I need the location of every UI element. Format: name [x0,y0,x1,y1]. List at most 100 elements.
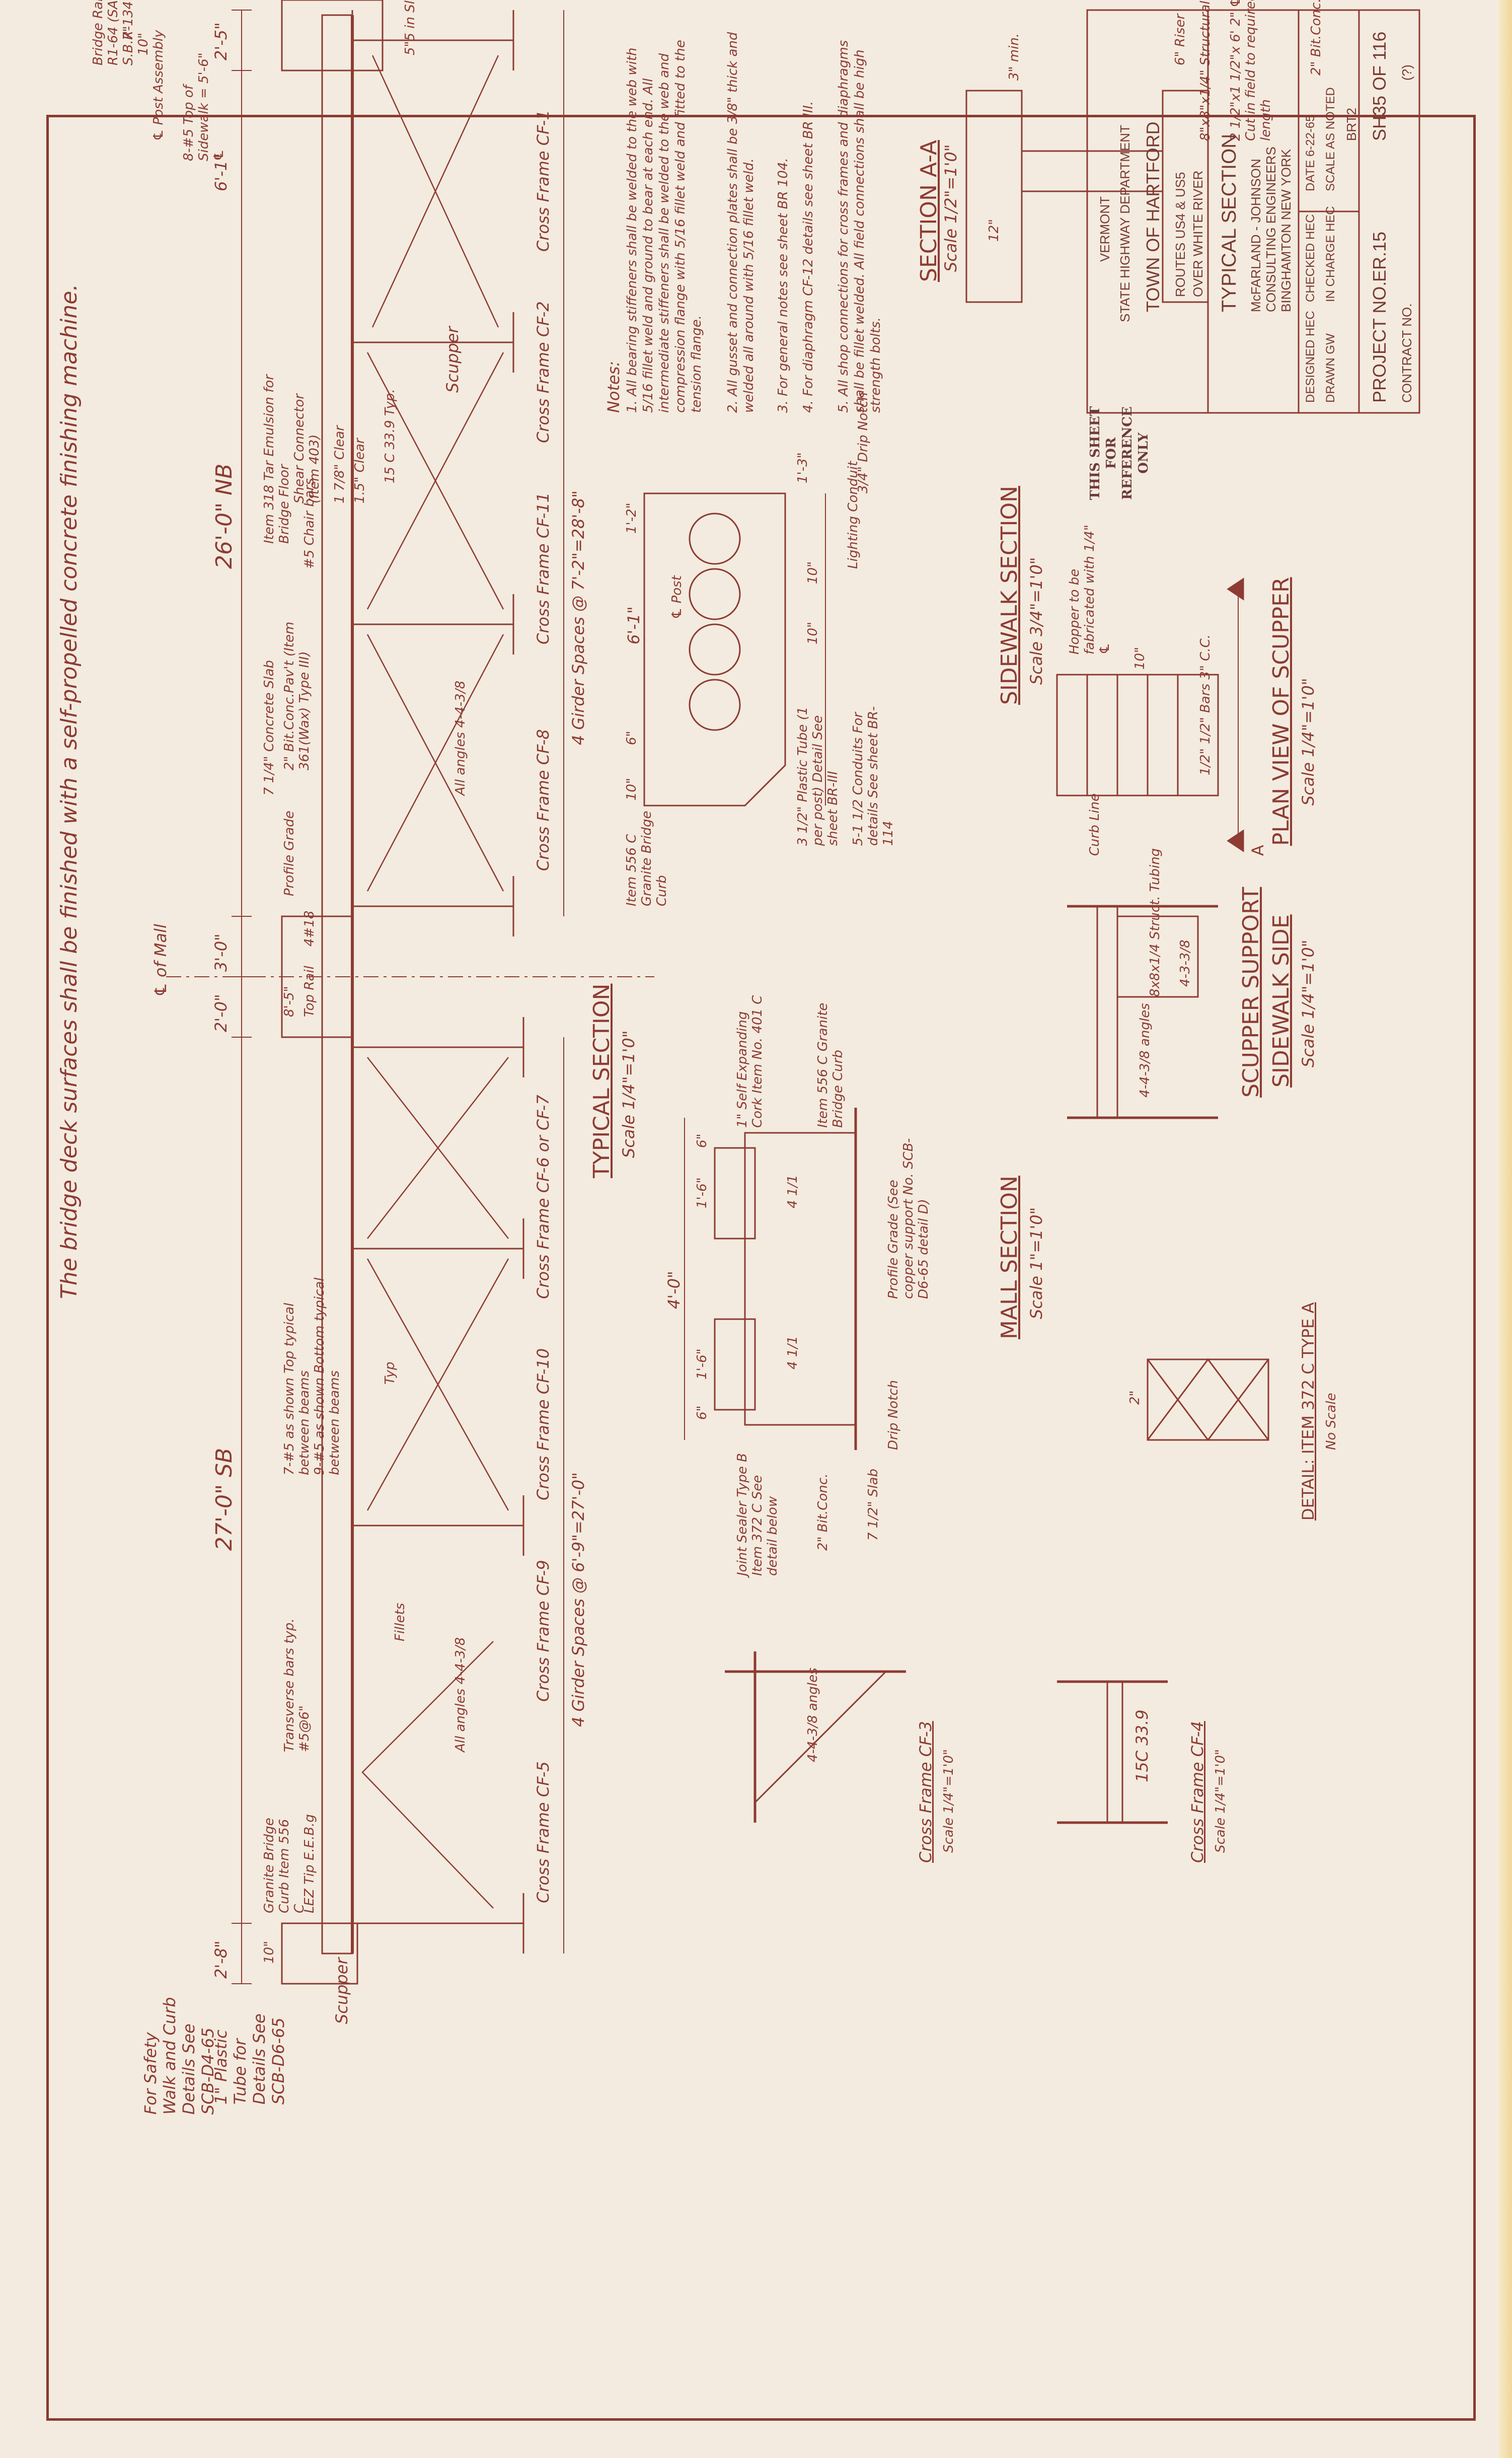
sidewalk-conduits: 5-1 1/2 Conduits For details See sheet B… [851,706,896,846]
cf3-detail [725,1651,906,1823]
cf3-angles: 4-4-3/8 angles [805,1668,820,1762]
girders-nb [351,10,514,936]
sidewalk-dim-13: 1'-3" [795,452,810,483]
callout-transverse-bars: Transverse bars typ. #5@6" [282,1618,312,1752]
detail-372c-scale: No Scale [1324,1393,1339,1450]
tb-routes: ROUTES US4 & US5 [1173,172,1188,297]
cross-frames [361,55,509,1909]
callout-safety-walk: For Safety Walk and Curb Details See SCB… [141,1997,217,2115]
girder-spaces-sb: 4 Girder Spaces @ 6'-9"=27'-0" [569,1472,588,1727]
section-aa-3min: 3" min. [1007,33,1022,81]
cf3-scale: Scale 1/4"=1'0" [941,1749,956,1853]
section-aa-riser: 6" Riser [1173,14,1188,65]
sidewalk-section-drawing [643,492,826,807]
cross-frame-cf2: Cross Frame CF-2 [534,301,553,443]
dim-mall-b: 3'-0" [211,933,231,972]
callout-profile-grade: Profile Grade [282,811,297,896]
mall-slab: 7 1/2" Slab [866,1468,881,1541]
cf4-scale: Scale 1/4"=1'0" [1213,1749,1228,1853]
tb-firm-2: CONSULTING ENGINEERS [1263,147,1278,312]
tb-project: ER.15 [1369,231,1390,282]
mall-bar-b: 4 1/1 [785,1175,800,1208]
title-block-lines [1086,9,1420,414]
tb-town: TOWN OF HARTFORD [1143,121,1163,312]
cf4-detail [1057,1680,1168,1824]
mall-dim-b: 1'-6" [695,1177,710,1208]
section-aa-title: SECTION A-A [916,140,942,282]
sidewalk-plastic-tube: 3 1/2" Plastic Tube (1 per post) Detail … [795,706,841,846]
cross-frame-cf1: Cross Frame CF-1 [534,110,553,252]
scupper-support-wide-bar: 4-3-3/8 [1178,939,1193,987]
tb-drawn: DRAWN GW [1324,333,1337,403]
note-2: 2. All gusset and connection plates shal… [725,32,757,413]
sidewalk-dim-12: 1'-2" [624,502,639,534]
detail-372c-drawing [1147,1358,1269,1441]
callout-cl-mall: ℄ of Mall [151,924,170,997]
left-curb [281,1922,358,1985]
mall-joint-sealer: Joint Sealer Type B Item 372 C See detai… [735,1453,780,1576]
tb-firm-1: McFARLAND - JOHNSON [1248,159,1263,312]
cross-frame-cf11: Cross Frame CF-11 [534,492,553,644]
callout-plastic-tube: 1" Plastic Tube for Details See SCB-D6-6… [211,2013,288,2105]
tb-checked: CHECKED HEC [1304,214,1317,302]
callout-bit-pavement: 2" Bit.Conc.Pav't (Item 361(Wax) Type II… [282,621,312,770]
scupper-support-title: SCUPPER SUPPORT [1238,887,1264,1098]
callout-lee-tip: LEZ Tip E.E.B.g [302,1814,317,1913]
callout-all-angles-sb: All angles 4-4-3/8 [453,1637,468,1752]
girders-sb [351,1017,524,1954]
cross-frame-cf5: Cross Frame CF-5 [534,1761,553,1903]
plan-view-scupper-drawing [1056,577,1244,852]
tb-department: STATE HIGHWAY DEPARTMENT [1117,125,1132,322]
rotated-drawing: The bridge deck surfaces shall be finish… [56,0,1420,2115]
tb-state: VERMONT [1097,196,1112,262]
callout-post-assembly: ℄ Post Assembly [151,30,166,141]
mall-dim-c: 6" [695,1405,710,1420]
plan-view-bars: 1/2" 1/2" Bars 3" C.C. [1198,634,1213,775]
tb-date: DATE 6-22-65 [1304,115,1317,191]
stamp-line-1: THIS SHEET [1088,406,1103,500]
sidewalk-section-scale: Scale 3/4"=1'0" [1027,557,1046,685]
mall-bit-conc: 2" Bit.Conc. [815,1473,830,1551]
callout-dim-85: 8'-5" [282,986,297,1017]
plan-view-dim-10: 10" [1132,646,1148,670]
tb-contract: CONTRACT NO. [1399,303,1414,403]
callout-bars-top: 7-#5 as shown Top typical between beams [282,1303,312,1475]
mall-profile-grade: Profile Grade (See copper support No. SC… [886,1138,931,1299]
tb-firm-3: BINGHAMTON NEW YORK [1278,149,1294,312]
cross-frame-cf6-7: Cross Frame CF-6 or CF-7 [534,1095,553,1299]
callout-sidewalk-bars: 8-#5 Top of Sidewalk = 5'-6" ℄ [181,52,226,161]
stamp-line-3: ONLY [1136,432,1151,474]
callout-beam-15c: 15 C 33.9 Typ. [383,389,398,483]
linework-svg [166,0,1420,1985]
detail-372c-title: DETAIL: ITEM 372 C TYPE A [1299,1302,1318,1521]
plan-view-scupper-title: PLAN VIEW OF SCUPPER [1268,577,1294,846]
sidewalk-dim-6: 6" [624,731,639,745]
callout-emulsion: Item 318 Tar Emulsion for Bridge Floor [262,374,292,544]
cross-frame-cf9: Cross Frame CF-9 [534,1560,553,1702]
callout-top-rail: Top Rail [302,966,317,1017]
typical-section-scale: Scale 1/4"=1'0" [619,1030,638,1158]
plan-view-curb-line: Curb Line [1087,793,1102,856]
scupper-support-angles: 4-4-3/8 angles [1138,1003,1153,1098]
mall-dim-total: 4'-0" [664,1271,684,1309]
cf3-title: Cross Frame CF-3 [916,1721,935,1863]
sidewalk-dim-61: 6'-1" [624,606,643,644]
right-sidewalk [281,0,384,71]
callout-granite-curb: Granite Bridge Curb Item 556 C [262,1818,307,1913]
cross-frame-cf8: Cross Frame CF-8 [534,729,553,871]
tb-over: OVER WHITE RIVER [1190,170,1205,297]
section-aa-scale: Scale 1/2"=1'0" [941,144,960,272]
scupper-support-drawing [1067,905,1218,1119]
sidewalk-granite-curb: Item 556 C Granite Bridge Curb [624,811,669,906]
mall-bar-a: 4 1/1 [785,1336,800,1369]
plan-view-section-mark: A [1248,845,1267,856]
tb-scale: SCALE AS NOTED [1324,87,1337,191]
mall-granite-curb: Item 556 C Granite Bridge Curb [815,1002,846,1128]
dim-nb: 26'-0" NB [211,463,237,569]
mall-dim-d: 6" [695,1133,710,1148]
callout-fillets: Fillets [393,1603,408,1641]
tb-in-charge: IN CHARGE HEC [1324,206,1337,302]
tb-sheet-title: TYPICAL SECTION [1218,133,1240,312]
note-4: 4. For diaphragm CF-12 details see sheet… [801,101,816,413]
callout-bar-4-18: 4#18 [302,910,317,947]
